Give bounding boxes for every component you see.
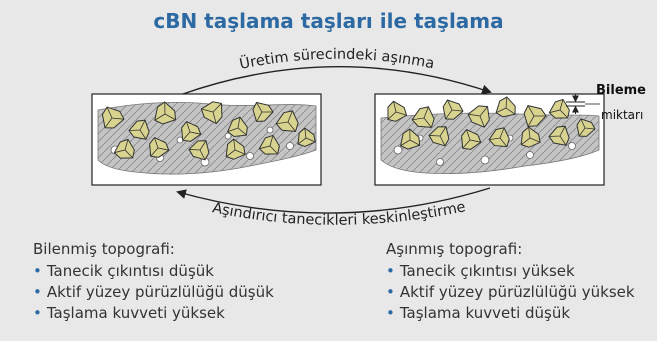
worn-topography-heading: Aşınmış topografi: bbox=[386, 240, 523, 258]
grain-left-0-facets bbox=[104, 106, 124, 128]
list-item-text: Tanecik çıkıntısı düşük bbox=[46, 262, 214, 280]
grain-right-11-facets bbox=[520, 127, 541, 145]
bullet-dot: • bbox=[33, 304, 42, 322]
grain-left-13-facets bbox=[259, 135, 278, 155]
grain-left-3-facets bbox=[182, 121, 201, 141]
dressed-topography-heading: Bilenmiş topografi: bbox=[33, 240, 175, 258]
grain-right-4-facets bbox=[495, 97, 516, 115]
grain-left-9-facets bbox=[114, 139, 133, 159]
grain-right-1-facets bbox=[412, 106, 432, 128]
list-item-text: Tanecik çıkıntısı yüksek bbox=[399, 262, 575, 280]
pore bbox=[480, 155, 490, 165]
grain-left-6-facets bbox=[256, 102, 273, 122]
grain-left-10-facets bbox=[150, 137, 169, 157]
dressed-topography-panel bbox=[91, 93, 322, 186]
pore bbox=[526, 151, 534, 159]
grain-right-5-facets bbox=[527, 105, 546, 127]
grain-left-12 bbox=[225, 138, 246, 160]
pore bbox=[436, 158, 444, 166]
grain-right-1 bbox=[411, 106, 435, 128]
grain-left-5-facets bbox=[227, 117, 247, 136]
grain-right-10 bbox=[488, 127, 510, 148]
grain-left-2-facets bbox=[154, 101, 176, 121]
dressing-label-line2: miktarı bbox=[601, 108, 643, 122]
list-item-text: Aktif yüzey pürüzlülüğü yüksek bbox=[399, 283, 635, 301]
pore bbox=[224, 132, 232, 140]
grain-left-7-facets bbox=[276, 110, 296, 132]
worn-topography-list: •Tanecik çıkıntısı yüksek •Aktif yüzey p… bbox=[386, 261, 635, 324]
list-item: •Taşlama kuvveti düşük bbox=[386, 303, 635, 324]
bullet-dot: • bbox=[33, 262, 42, 280]
grain-right-6-facets bbox=[549, 99, 568, 119]
grain-right-8-facets bbox=[428, 126, 447, 146]
list-item-text: Taşlama kuvveti yüksek bbox=[46, 304, 225, 322]
grain-right-6 bbox=[548, 98, 570, 119]
list-item: •Aktif yüzey pürüzlülüğü yüksek bbox=[386, 282, 635, 303]
list-item: •Tanecik çıkıntısı düşük bbox=[33, 261, 274, 282]
grain-left-7 bbox=[275, 110, 299, 132]
list-item: •Tanecik çıkıntısı yüksek bbox=[386, 261, 635, 282]
list-item: •Aktif yüzey pürüzlülüğü düşük bbox=[33, 282, 274, 303]
grain-right-4 bbox=[495, 96, 516, 118]
pore bbox=[393, 145, 403, 155]
dressed-topography-list: •Tanecik çıkıntısı düşük •Aktif yüzey pü… bbox=[33, 261, 274, 324]
wear-cycle-diagram: Üretim sürecindeki aşınma Aşındırıcı tan… bbox=[91, 47, 646, 229]
pore bbox=[266, 126, 274, 134]
grain-right-11 bbox=[520, 126, 541, 148]
grain-right-7-facets bbox=[400, 128, 420, 147]
grain-right-0 bbox=[387, 100, 408, 122]
pore bbox=[568, 142, 576, 150]
list-item-text: Aktif yüzey pürüzlülüğü düşük bbox=[46, 283, 274, 301]
grain-left-13 bbox=[258, 134, 280, 155]
bullet-dot: • bbox=[386, 304, 395, 322]
grain-right-13-facets bbox=[578, 118, 595, 137]
dressing-label-line1: Bileme bbox=[596, 83, 646, 98]
grain-left-1-facets bbox=[128, 120, 147, 140]
grain-left-8 bbox=[297, 127, 316, 147]
pore bbox=[286, 142, 294, 150]
grain-right-13 bbox=[576, 118, 596, 137]
grain-left-9 bbox=[113, 138, 135, 159]
pore bbox=[246, 152, 254, 160]
grain-left-11-facets bbox=[188, 140, 207, 160]
dressing-amount-indicator bbox=[566, 94, 600, 114]
grain-right-0-facets bbox=[387, 101, 407, 120]
grain-right-3-facets bbox=[468, 106, 488, 128]
grain-left-12-facets bbox=[225, 139, 246, 157]
bottom-arc-arrow bbox=[176, 187, 491, 214]
grain-right-10-facets bbox=[489, 127, 508, 147]
grain-left-0 bbox=[101, 106, 125, 129]
top-arc-arrow bbox=[179, 66, 492, 96]
bullet-dot: • bbox=[386, 283, 395, 301]
bullet-dot: • bbox=[33, 283, 42, 301]
list-item: •Taşlama kuvveti yüksek bbox=[33, 303, 274, 324]
grain-left-4-facets bbox=[201, 103, 222, 124]
top-arrow-label: Üretim sürecindeki aşınma bbox=[238, 47, 436, 73]
grain-left-8-facets bbox=[297, 128, 316, 145]
worn-topography-panel bbox=[374, 93, 605, 186]
grain-right-2-facets bbox=[445, 99, 463, 120]
grain-right-2 bbox=[442, 99, 464, 120]
list-item-text: Taşlama kuvveti düşük bbox=[399, 304, 571, 322]
grain-right-9-facets bbox=[462, 129, 481, 149]
grain-right-12-facets bbox=[548, 126, 567, 146]
bullet-dot: • bbox=[386, 262, 395, 280]
figure-title: cBN taşlama taşları ile taşlama bbox=[153, 9, 504, 33]
grain-left-4 bbox=[200, 101, 223, 125]
